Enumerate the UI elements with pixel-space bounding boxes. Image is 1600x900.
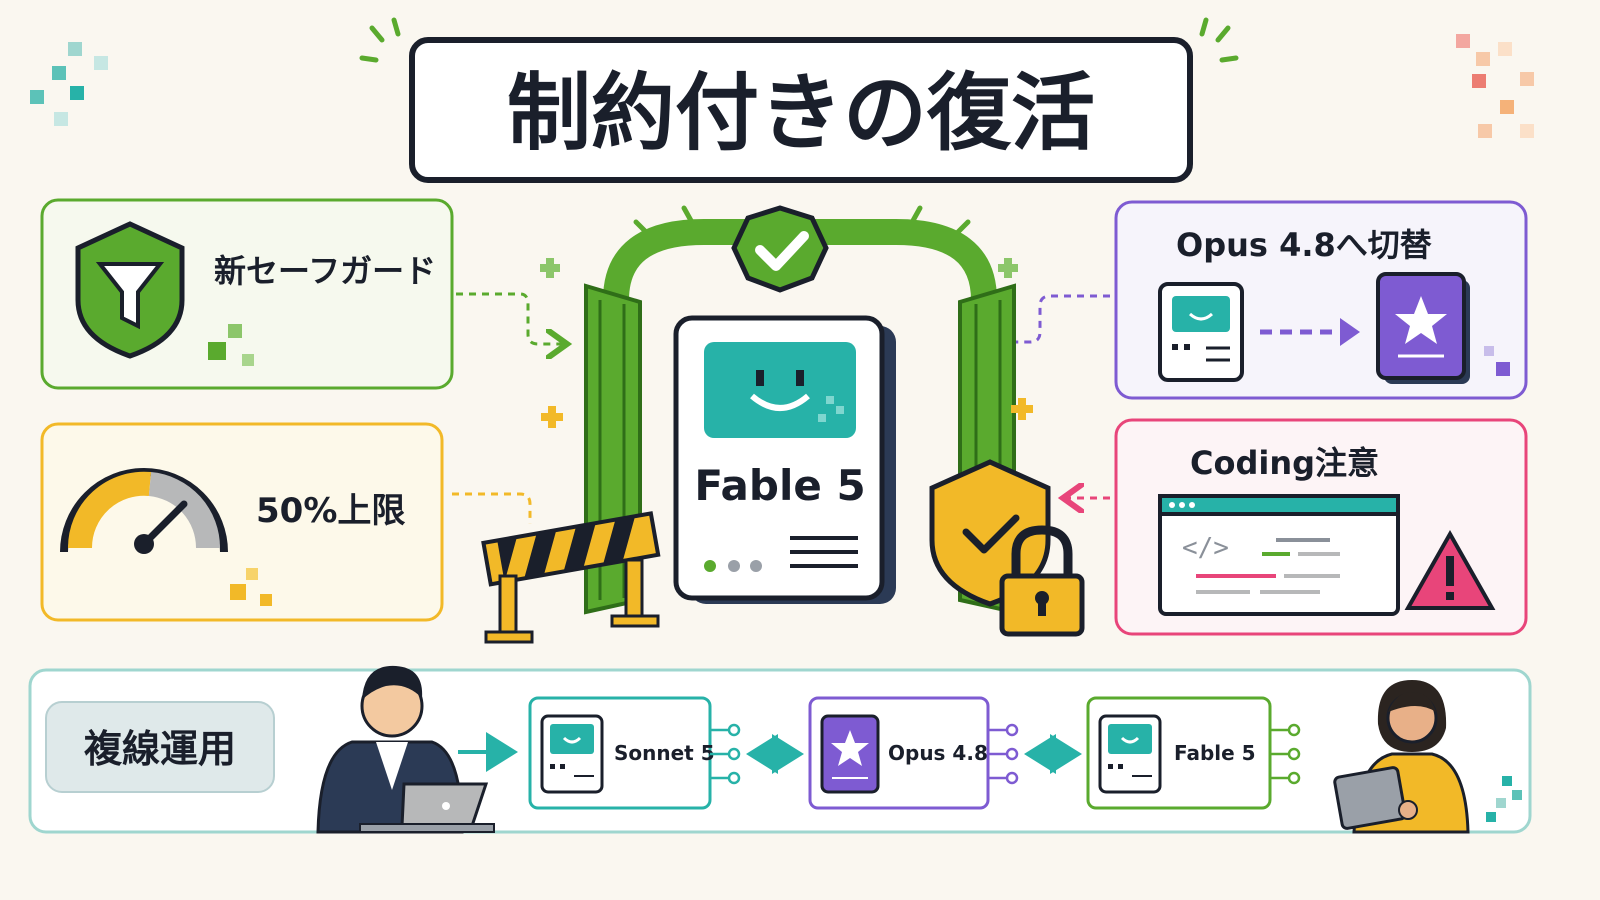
warning-icon <box>1404 529 1496 610</box>
sparkle-icon <box>359 17 1239 63</box>
check-badge-icon <box>731 205 829 293</box>
model-name: Fable 5 <box>1174 741 1256 765</box>
laptop-icon <box>359 782 495 833</box>
connector-limit <box>452 492 532 524</box>
smiley-screen-icon <box>1158 282 1244 382</box>
star-card-icon <box>1376 272 1470 384</box>
coding-label: Coding注意 <box>1190 444 1379 482</box>
padlock-icon <box>999 525 1085 637</box>
page-title: 制約付きの復活 <box>507 64 1095 162</box>
tablet-icon <box>1333 766 1407 830</box>
gauge-icon <box>60 468 228 554</box>
panel-coding-caution: Coding注意 </> <box>1114 418 1528 636</box>
center-model-card: Fable 5 <box>673 315 896 604</box>
person-with-laptop <box>316 665 495 834</box>
panel-usage-limit: 50%上限 <box>40 422 444 622</box>
model-card-opus: Opus 4.8 <box>808 696 1019 810</box>
funnel-shield-icon <box>75 221 185 359</box>
code-window-icon: </> <box>1158 494 1400 616</box>
pixel-deco-top-right <box>1456 34 1534 138</box>
multi-track-badge: 複線運用 <box>84 727 236 771</box>
switch-label: Opus 4.8へ切替 <box>1176 226 1432 264</box>
model-name: Sonnet 5 <box>614 741 715 765</box>
panel-new-safeguard: 新セーフガード <box>40 198 454 390</box>
model-name: Opus 4.8 <box>888 741 988 765</box>
sparkle-icon <box>540 258 1018 278</box>
smiley-screen-icon <box>704 342 856 438</box>
center-model-label: Fable 5 <box>694 461 865 510</box>
safeguard-label: 新セーフガード <box>214 252 436 290</box>
sparkle-icon <box>541 398 1033 428</box>
pixel-deco-top-left <box>30 42 108 126</box>
model-card-sonnet: Sonnet 5 <box>528 696 741 810</box>
pixel-deco-bottom-right <box>1486 776 1522 822</box>
code-glyph: </> <box>1182 533 1229 563</box>
connector-safeguard <box>456 292 564 344</box>
barrier-icon <box>481 511 661 644</box>
limit-label: 50%上限 <box>256 491 405 531</box>
title-banner: 制約付きの復活 <box>359 17 1239 183</box>
bottom-strip: 複線運用 Sonnet 5 <box>28 665 1532 834</box>
panel-switch-opus: Opus 4.8へ切替 <box>1114 200 1528 400</box>
person-with-tablet <box>1333 680 1470 834</box>
model-card-fable: Fable 5 <box>1086 696 1301 810</box>
